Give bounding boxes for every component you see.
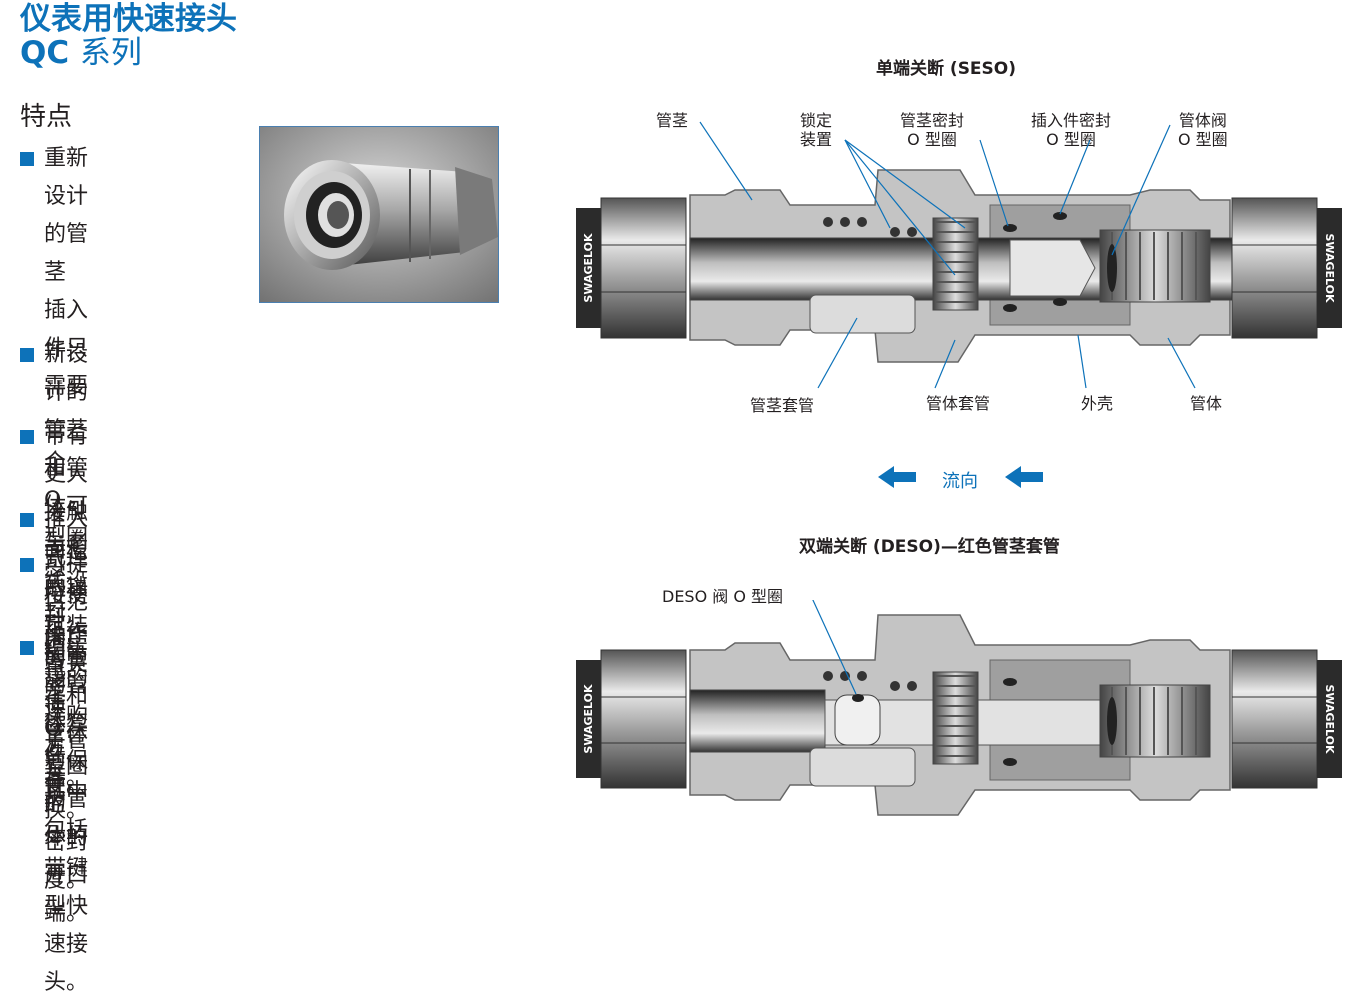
label-insert-seal-oring: 插入件密封 O 型圈 <box>1031 111 1111 149</box>
label-shell: 外壳 <box>1081 394 1114 413</box>
features-heading: 特点 <box>20 102 73 132</box>
label-stem-sleeve: 管茎套管 <box>750 396 815 415</box>
flow-direction-label: 流向 <box>942 471 978 492</box>
label-line: O 型圈 <box>1046 130 1096 149</box>
label-body-sleeve: 管体套管 <box>926 394 991 413</box>
bullet-square-icon <box>20 348 34 362</box>
title-line2: QC 系列 <box>20 36 237 70</box>
swagelok-nut-text: SWAGELOK <box>582 684 595 754</box>
series-code: QC <box>20 35 70 71</box>
bullet-square-icon <box>20 641 34 655</box>
feature-line: 可提供范围广泛的选购件, 其中包括 <box>44 552 89 843</box>
page-title: 仪表用快速接头 QC 系列 <box>20 2 237 70</box>
label-locking-device: 锁定 装置 <box>800 111 832 149</box>
feature-line: 推入式连接使操作迅速, 方便。 <box>44 507 89 798</box>
flow-arrow-left-icon <box>878 466 916 488</box>
quick-connect-photo-image <box>260 127 498 302</box>
series-word: 系列 <box>79 35 142 71</box>
feature-line: 的管茎和管体互换。 <box>44 646 89 823</box>
feature-line: 个 O 型圈密封, <box>44 450 89 627</box>
feature-line: 重新设计的管茎 <box>44 146 89 285</box>
label-line: 管茎密封 <box>900 111 965 130</box>
feature-line: 端。 <box>44 901 89 926</box>
swagelok-nut-text: SWAGELOK <box>582 233 595 303</box>
label-line: 锁定 <box>800 111 833 130</box>
feature-item: 推入式连接使操作迅速, 方便。 <box>20 501 88 805</box>
label-line: 管体阀 <box>1178 111 1227 130</box>
deso-cross-section-diagram: SWAGELOK SWAGELOK <box>576 600 1342 816</box>
seso-diagram-title: 单端关断 (SESO) <box>876 59 1017 79</box>
deso-diagram-title: 双端关断 (DESO)—红色管茎套管 <box>799 537 1060 557</box>
feature-line: 了管茎。 <box>44 728 89 791</box>
label-line: 装置 <box>800 130 833 149</box>
label-deso-valve-oring: DESO 阀 O 型圈 <box>662 587 784 606</box>
feature-line: 带有更大接触面积的锁定装置夹住 <box>44 424 89 715</box>
label-body: 管体 <box>1190 394 1223 413</box>
bullet-square-icon <box>20 152 34 166</box>
swagelok-nut-text: SWAGELOK <box>1323 684 1336 754</box>
feature-line: 插入件只需要一 <box>44 298 89 437</box>
swagelok-nut-text: SWAGELOK <box>1323 233 1336 303</box>
feature-item: 结实的管体套管保护管体的开口 端。 <box>20 629 88 933</box>
flow-arrow-left-icon <box>1005 466 1043 488</box>
feature-item: 新设计的管茎和管体可与老式设计 的管茎和管体互换。 <box>20 336 88 830</box>
label-body-valve-oring: 管体阀 O 型圈 <box>1178 111 1228 149</box>
bullet-square-icon <box>20 430 34 444</box>
bullet-square-icon <box>20 558 34 572</box>
title-line1: 仪表用快速接头 <box>20 1 237 37</box>
bullet-square-icon <box>20 513 34 527</box>
feature-line: 新设计的管茎和管体可与老式设计 <box>44 342 89 633</box>
label-line: O 型圈 <box>907 130 957 149</box>
feature-line: 提高了 O 型圈的 <box>44 640 89 817</box>
feature-item: 带有更大接触面积的锁定装置夹住 了管茎。 <box>20 418 88 798</box>
seso-cross-section-diagram: SWAGELOK SWAGELOK <box>576 121 1342 389</box>
label-line: O 型圈 <box>1178 130 1228 149</box>
label-stem-oring: 管茎密封 O 型圈 <box>900 111 964 149</box>
label-stem: 管茎 <box>656 111 689 130</box>
product-photo <box>259 126 499 303</box>
label-line: 插入件密封 <box>1031 111 1112 130</box>
feature-line: 结实的管体套管保护管体的开口 <box>44 635 89 888</box>
